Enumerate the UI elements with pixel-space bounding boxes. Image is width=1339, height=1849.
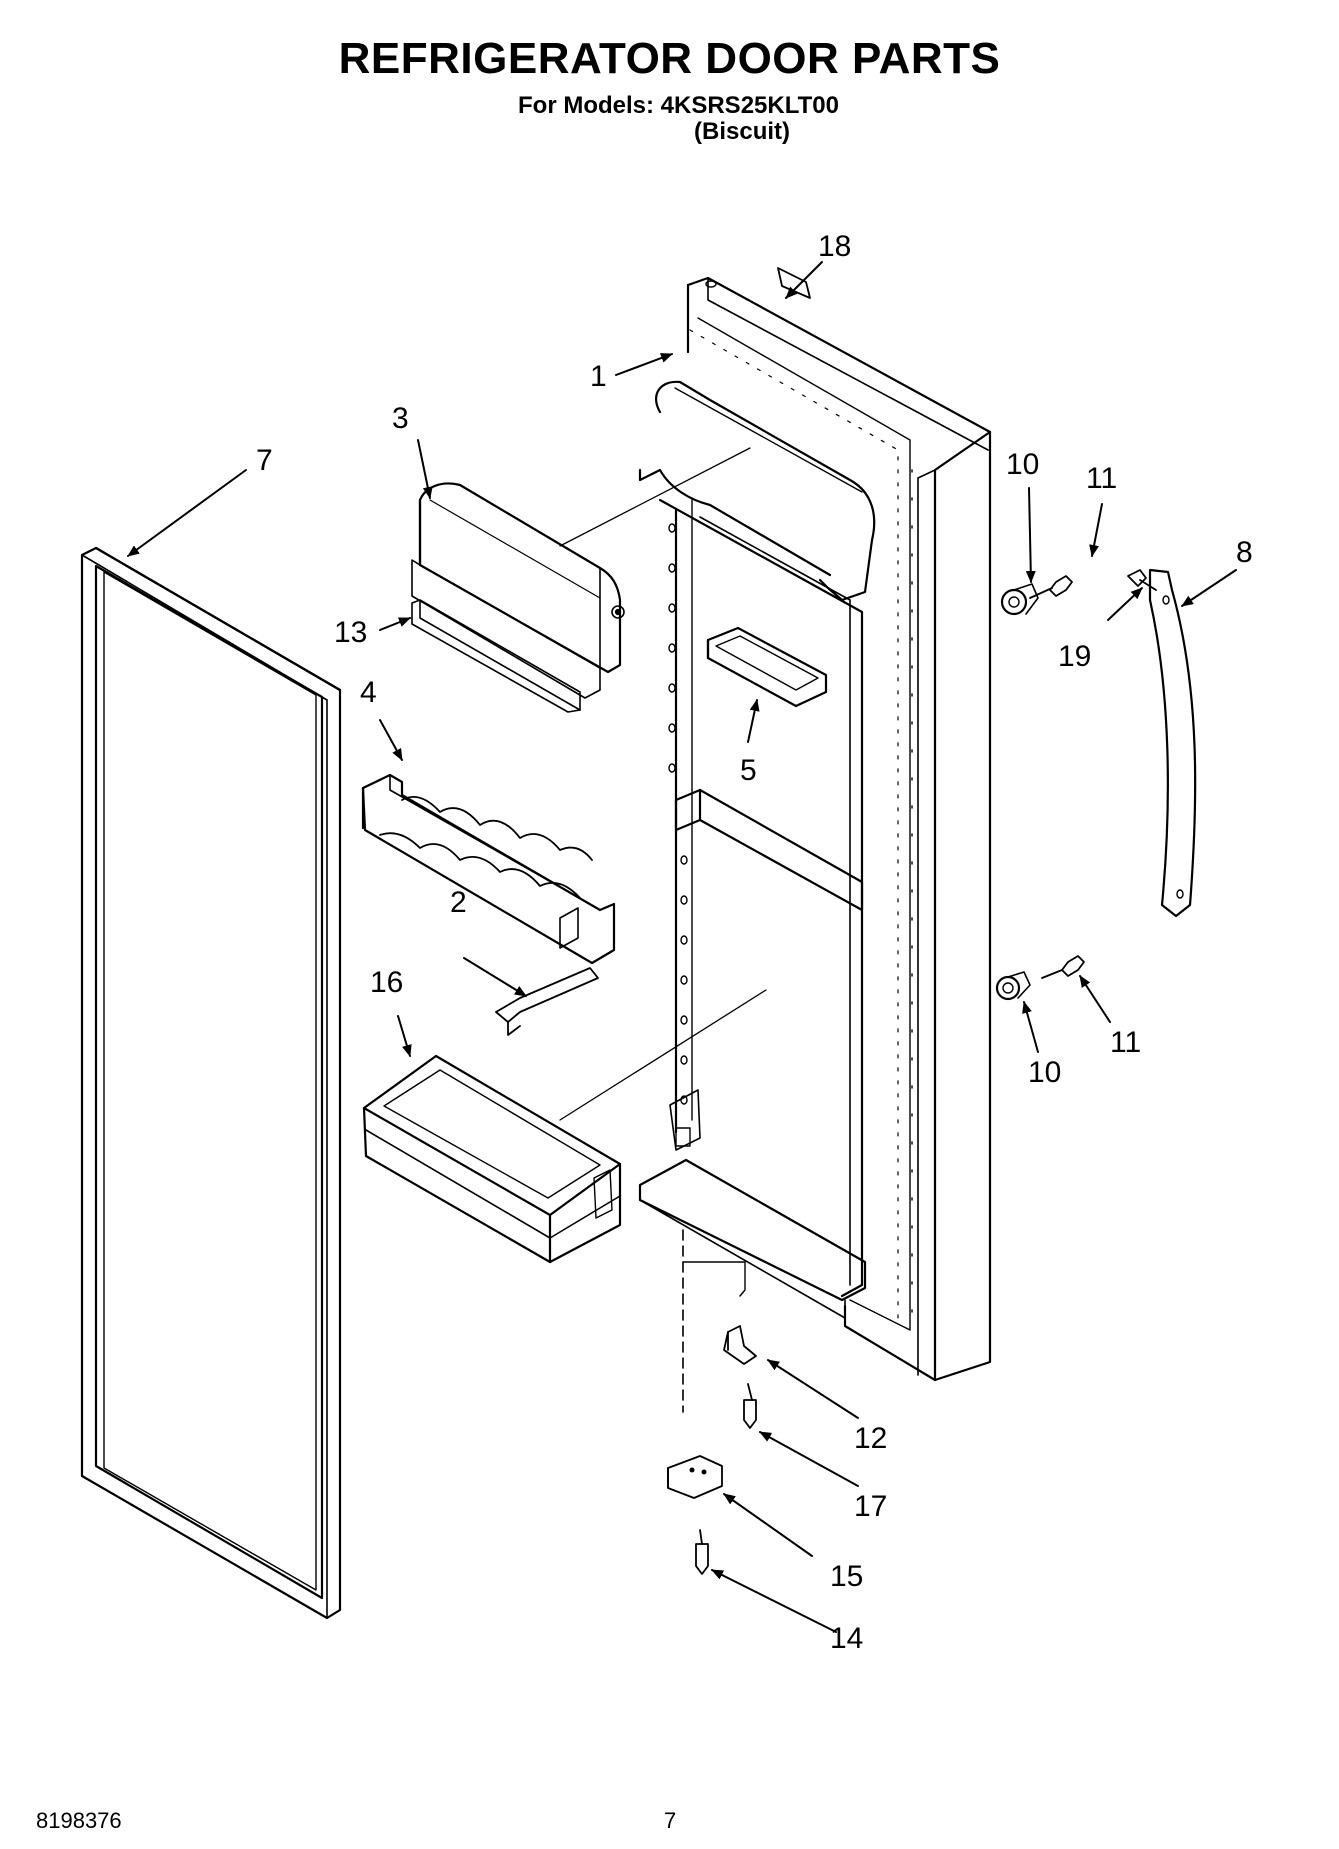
callout-4: 4 — [360, 676, 377, 709]
leader-lines — [127, 261, 1237, 1633]
callout-1: 1 — [590, 360, 607, 393]
hinge-screw-lower — [695, 1529, 709, 1575]
callout-16: 16 — [370, 966, 403, 999]
callout-11-upper: 11 — [1086, 462, 1117, 495]
callout-19: 19 — [1058, 640, 1091, 673]
page-title: REFRIGERATOR DOOR PARTS — [338, 34, 1001, 83]
callout-15: 15 — [830, 1560, 863, 1593]
bottom-hinge — [667, 1455, 723, 1499]
callout-7: 7 — [256, 444, 273, 477]
page-number: 7 — [664, 1808, 677, 1833]
door-gasket — [80, 546, 342, 1620]
callout-2: 2 — [450, 886, 467, 919]
handle-screw-upper — [1029, 575, 1073, 599]
refrigerator-door — [638, 276, 992, 1382]
handle-spacer-lower — [995, 971, 1031, 1001]
document-number: 8198376 — [36, 1808, 122, 1833]
callout-11-lower: 11 — [1110, 1026, 1141, 1059]
callout-13: 13 — [334, 616, 367, 649]
callout-3: 3 — [392, 402, 409, 435]
color-variant: (Biscuit) — [694, 118, 790, 145]
callout-8: 8 — [1236, 536, 1253, 569]
callout-12: 12 — [854, 1422, 887, 1455]
door-bin — [362, 1054, 622, 1264]
callout-10-upper: 10 — [1006, 448, 1039, 481]
hinge-pin-bushing — [723, 1325, 757, 1365]
egg-tray — [706, 626, 828, 708]
callout-5: 5 — [740, 754, 757, 787]
screw-part-19 — [1127, 569, 1157, 591]
handle-spacer-upper — [1000, 583, 1039, 616]
label-part-18 — [777, 267, 811, 299]
can-rack — [361, 773, 616, 965]
callout-14: 14 — [830, 1622, 863, 1655]
callout-17: 17 — [854, 1490, 887, 1523]
handle-screw-lower — [1041, 955, 1085, 979]
trim-strip — [411, 599, 581, 713]
projection-lines — [559, 447, 767, 1121]
callout-18: 18 — [818, 230, 851, 263]
dairy-compartment — [411, 482, 625, 699]
adjustment-holes — [668, 523, 688, 1105]
models-line: For Models: 4KSRS25KLT00 — [518, 92, 839, 119]
shelf-support — [495, 967, 599, 1036]
callout-10-lower: 10 — [1028, 1056, 1061, 1089]
door-handle — [1148, 568, 1197, 918]
hinge-screw-upper — [743, 1383, 757, 1429]
